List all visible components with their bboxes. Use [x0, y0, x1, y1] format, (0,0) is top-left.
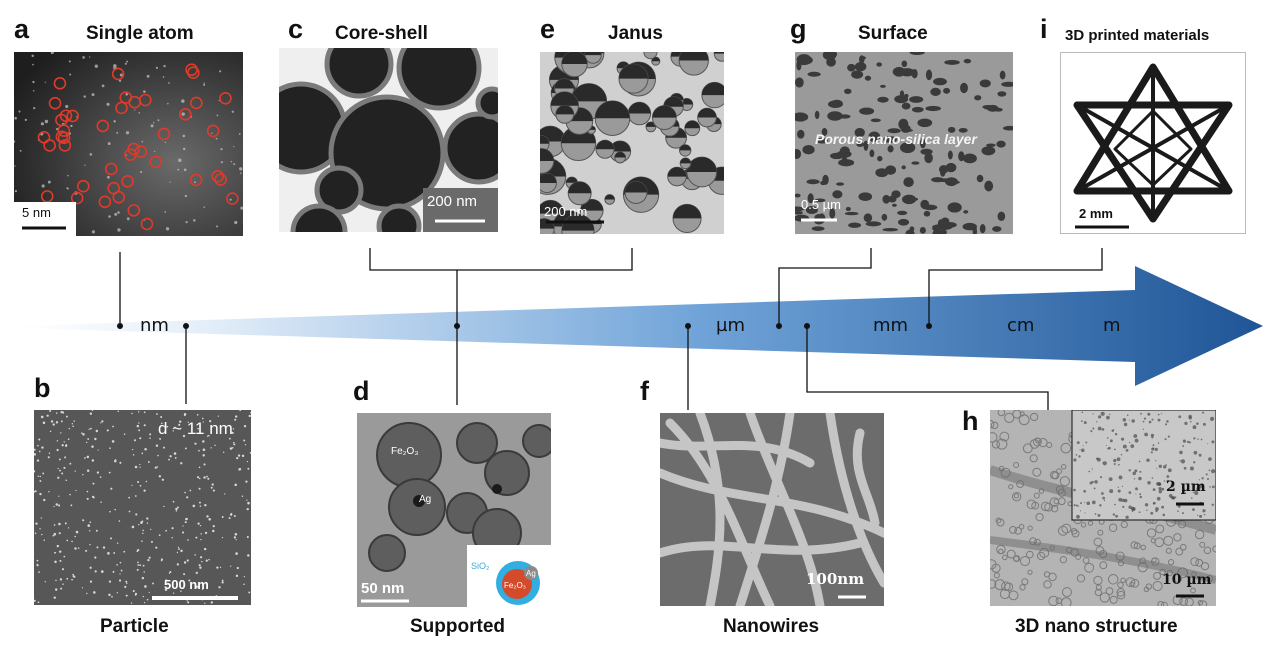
panel-e-letter: e [540, 14, 556, 44]
panel-i-scale: 2 mm [1079, 206, 1113, 221]
panel-c-image: 200 nm [279, 48, 498, 232]
panel-g-image: Porous nano-silica layer 0.5 µm [795, 52, 1013, 234]
axis-point-surface [776, 323, 782, 329]
panel-h-title: 3D nano structure [1015, 616, 1178, 637]
panel-f-image: 100nm [660, 413, 884, 606]
panel-d-title: Supported [410, 616, 505, 637]
axis-point-3d-nano-structure [804, 323, 810, 329]
panel-b-note: d ~ 11 nm [158, 419, 233, 438]
unit-um: µm [716, 315, 745, 336]
panel-d-inset-ag: Ag [526, 569, 536, 578]
panel-h-scale: 10 µm [1162, 572, 1212, 588]
panel-i-image: 2 mm [1060, 52, 1246, 234]
panel-d-letter: d [353, 376, 370, 406]
panel-c-title: Core-shell [335, 23, 428, 44]
unit-mm: mm [873, 315, 909, 336]
panel-d-label-ag: Ag [419, 494, 432, 505]
unit-m: m [1103, 315, 1121, 336]
unit-cm: cm [1007, 315, 1035, 336]
panel-g-scale: 0.5 µm [801, 197, 842, 212]
panel-a-scale: 5 nm [22, 205, 51, 220]
axis-point-particle [183, 323, 189, 329]
panel-h-letter: h [962, 406, 979, 436]
axis-point-3d-printed [926, 323, 932, 329]
panel-e-image: 200 nm [540, 52, 724, 234]
panel-i-letter: i [1040, 14, 1048, 44]
axis-point-single-atom [117, 323, 123, 329]
panel-h-inset-scale: 2 µm [1166, 479, 1206, 495]
panel-d-inset-fe2o3: Fe₂O₃ [504, 581, 526, 590]
panel-d-scale: 50 nm [361, 580, 405, 597]
unit-nm: nm [140, 315, 169, 336]
panel-a-title: Single atom [86, 23, 194, 44]
panel-h-image: 2 µm 10 µm [990, 410, 1216, 606]
panel-i-title: 3D printed materials [1065, 27, 1210, 44]
connector-lines [119, 248, 1103, 410]
axis-point-nanowires [685, 323, 691, 329]
panel-b-image: d ~ 11 nm 500 nm [34, 410, 251, 605]
panel-d-label-fe2o3: Fe₂O₃ [391, 446, 419, 457]
panel-g-letter: g [790, 14, 807, 44]
panel-g-note: Porous nano-silica layer [815, 131, 977, 147]
panel-d-image: Fe₂O₃ Ag SiO₂ Ag Fe₂O₃ 50 nm [357, 413, 551, 607]
panel-b-title: Particle [100, 616, 169, 637]
axis-point-core-shell-janus-supported [454, 323, 460, 329]
panel-e-scale: 200 nm [544, 204, 588, 219]
panel-c-letter: c [288, 14, 304, 44]
panel-b-scale: 500 nm [164, 577, 209, 592]
panel-a-letter: a [14, 14, 30, 44]
panel-f-title: Nanowires [723, 616, 820, 637]
panel-e-title: Janus [608, 23, 663, 44]
panel-f-letter: f [640, 376, 649, 406]
panel-g-title: Surface [858, 23, 928, 44]
panel-c-scale: 200 nm [427, 193, 478, 210]
panel-b-letter: b [34, 373, 51, 403]
panel-a-image: 5 nm [14, 52, 243, 236]
panel-d-inset-sio2: SiO₂ [471, 561, 490, 571]
length-scale-arrow [18, 266, 1263, 386]
panel-f-scale: 100nm [806, 570, 865, 588]
